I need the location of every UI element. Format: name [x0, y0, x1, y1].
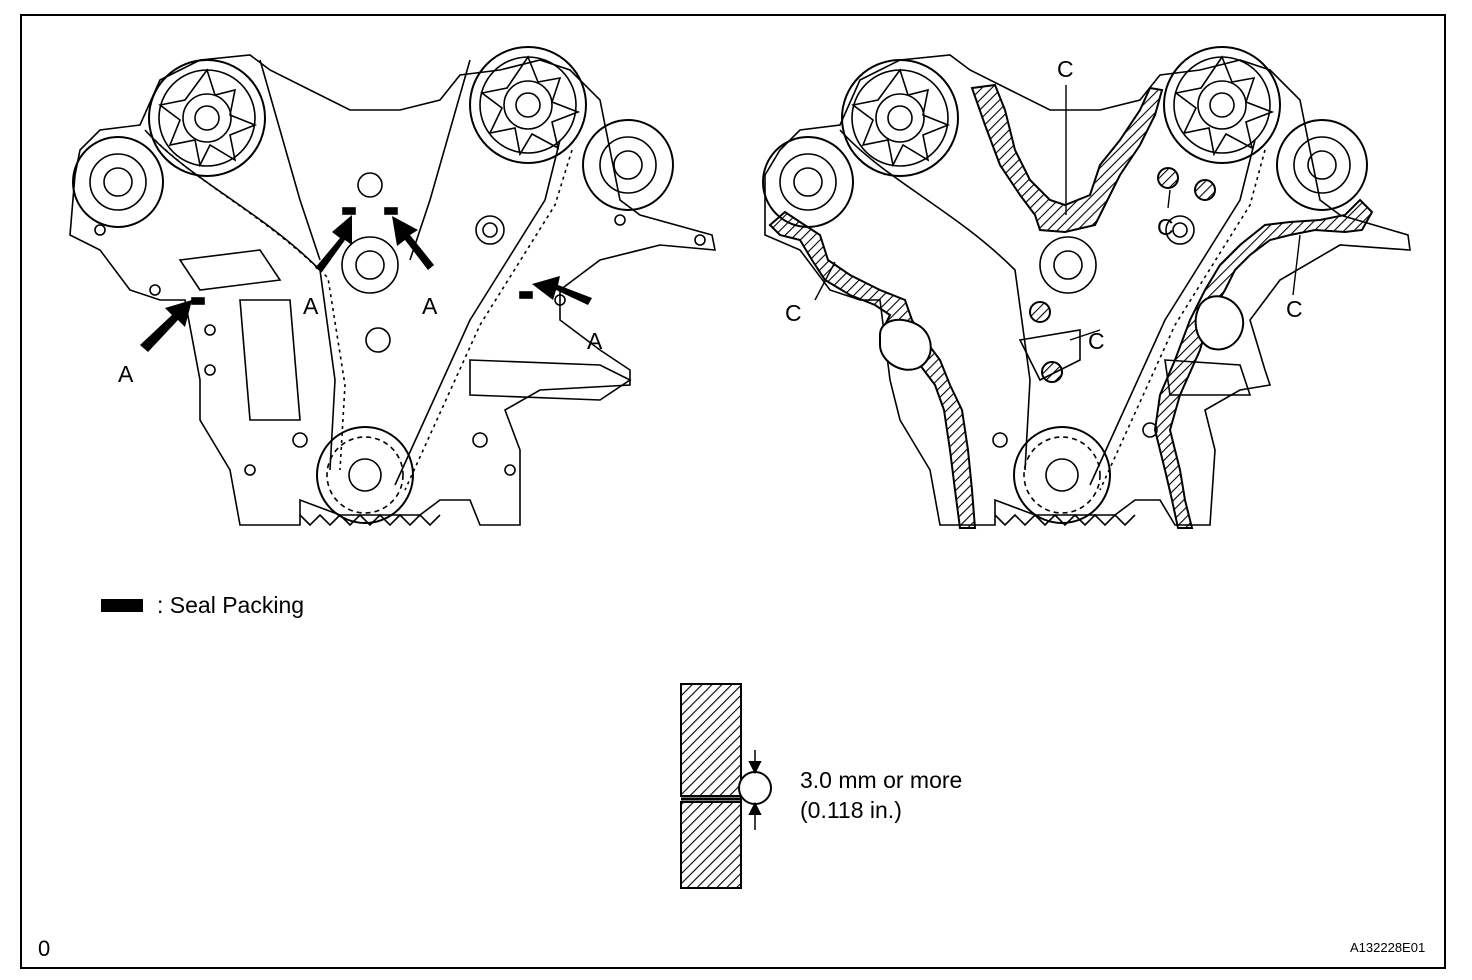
arrow-a1	[140, 300, 192, 352]
callout-a-lower-left: A	[118, 361, 134, 387]
seal-packing-swatch	[101, 598, 143, 612]
page-number: 0	[38, 936, 51, 961]
bead-dimension-mm: 3.0 mm or more	[800, 767, 963, 793]
seal-arrows	[140, 215, 592, 352]
engine-front-view-left	[69, 46, 716, 527]
leader-lines	[814, 85, 1301, 341]
bead-cross-section-detail	[680, 683, 772, 889]
legend: : Seal Packing	[101, 592, 304, 618]
arrow-a2	[315, 215, 352, 272]
callout-c-upper-right: C	[1157, 214, 1174, 240]
callout-c-right: C	[1286, 296, 1303, 322]
arrow-a4	[532, 276, 592, 305]
legend-label: : Seal Packing	[157, 591, 305, 618]
callout-a-center-right: A	[422, 293, 438, 319]
callout-c-left: C	[785, 300, 802, 326]
seal-beads	[768, 83, 1374, 529]
bead-circle	[738, 771, 772, 805]
bead-dimension-text: 3.0 mm or more (0.118 in.)	[800, 765, 962, 825]
figure-id: A132228E01	[1350, 940, 1426, 955]
callout-c-top: C	[1057, 56, 1074, 82]
bead-dimension-in: (0.118 in.)	[800, 797, 902, 823]
engine-front-view-right	[762, 46, 1411, 527]
callout-a-center-left: A	[303, 293, 319, 319]
callout-c-center: C	[1088, 328, 1105, 354]
diagram-frame	[20, 14, 1446, 969]
arrow-a3	[392, 216, 434, 270]
callout-a-right: A	[587, 328, 603, 354]
